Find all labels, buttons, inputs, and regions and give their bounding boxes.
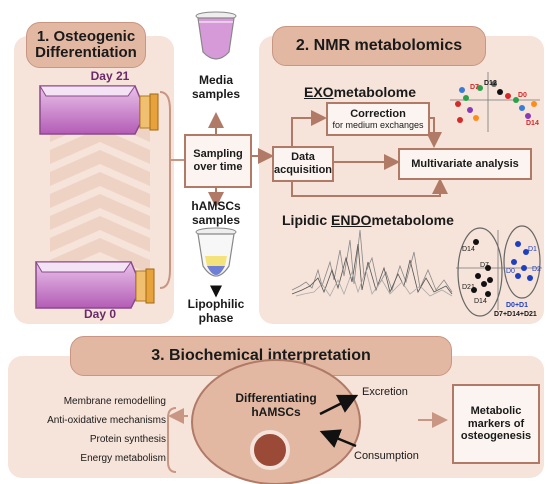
endo-point-label: D14 bbox=[474, 298, 487, 305]
exo-prefix: EXO bbox=[304, 84, 334, 100]
data-acquisition-box: Data acquisition bbox=[272, 146, 334, 182]
lipophilic-tube-icon bbox=[195, 227, 237, 277]
media-line1: Media bbox=[198, 73, 233, 87]
panel1-title: 1. Osteogenic Differentiation bbox=[26, 22, 146, 68]
endo-score-plot bbox=[456, 225, 542, 317]
list-item: Anti-oxidative mechanisms bbox=[47, 415, 166, 426]
exo-point-label: D7 bbox=[470, 84, 479, 91]
process-list: Membrane remodelling Anti-oxidative mech… bbox=[20, 392, 166, 468]
list-item: Protein synthesis bbox=[89, 434, 166, 445]
consumption-label: Consumption bbox=[354, 450, 419, 462]
endo-mid: ENDO bbox=[331, 212, 372, 228]
lipophilic-phase-label: Lipophilic phase bbox=[184, 297, 248, 326]
cell-line2: hAMSCs bbox=[251, 404, 301, 419]
exometabolome-heading: EXOmetabolome bbox=[304, 84, 444, 100]
culture-flask-icon bbox=[35, 261, 155, 309]
endo-point-label: D1 bbox=[528, 246, 537, 253]
endo-point-label: D2 bbox=[532, 266, 541, 273]
list-item: Membrane remodelling bbox=[63, 396, 166, 407]
metabolic-markers-box: Metabolic markers of osteogenesis bbox=[452, 384, 540, 464]
markers-line3: osteogenesis bbox=[460, 430, 532, 443]
exo-point-label: D14 bbox=[526, 120, 539, 127]
endometabolome-heading: Lipidic ENDOmetabolome bbox=[282, 212, 462, 228]
sampling-line1: Sampling bbox=[193, 148, 243, 161]
sampling-box: Sampling over time bbox=[184, 134, 252, 188]
lipo-line1: Lipophilic bbox=[187, 297, 245, 311]
cell-icon bbox=[191, 359, 361, 484]
hamscs-samples-label: hAMSCs samples bbox=[186, 199, 246, 228]
correction-line2: for medium exchanges bbox=[332, 120, 424, 131]
nmr-spectrum-plot bbox=[291, 229, 453, 297]
markers-line1: Metabolic bbox=[470, 405, 522, 418]
day21-label: Day 21 bbox=[90, 69, 130, 83]
endo-point-label: D7 bbox=[480, 262, 489, 269]
correction-line1: Correction bbox=[350, 107, 406, 120]
hamscs-line1: hAMSCs bbox=[191, 199, 241, 213]
list-item: Energy metabolism bbox=[80, 453, 166, 464]
data-acq-line2: acquisition bbox=[273, 164, 333, 176]
panel1-title-line2: Differentiation bbox=[35, 44, 137, 61]
correction-box: Correction for medium exchanges bbox=[326, 102, 430, 136]
markers-line2: markers of bbox=[467, 417, 525, 430]
lipo-line2: phase bbox=[198, 310, 234, 325]
endo-point-label: D14 bbox=[462, 246, 475, 253]
media-tube-icon bbox=[195, 11, 237, 60]
endo-prefix: Lipidic bbox=[282, 212, 331, 228]
cell-label: Differentiating hAMSCs bbox=[226, 391, 326, 420]
cell-line1: Differentiating bbox=[235, 391, 317, 405]
panel2-title: 2. NMR metabolomics bbox=[272, 26, 486, 66]
endo-legend-1: D0+D1 bbox=[506, 302, 528, 309]
multivariate-text: Multivariate analysis bbox=[411, 157, 519, 170]
excretion-label: Excretion bbox=[362, 386, 408, 398]
exo-suffix: metabolome bbox=[333, 84, 417, 100]
panel2-title-text: 2. NMR metabolomics bbox=[295, 37, 463, 54]
endo-point-label: D21 bbox=[462, 284, 475, 291]
endo-legend-2: D7+D14+D21 bbox=[494, 311, 537, 318]
data-acq-line1: Data bbox=[291, 151, 315, 164]
nucleus-icon bbox=[250, 430, 290, 470]
exo-point-label: D12 bbox=[484, 80, 497, 87]
day0-label: Day 0 bbox=[83, 307, 117, 321]
exo-score-plot bbox=[450, 72, 540, 132]
hamscs-line2: samples bbox=[191, 212, 241, 227]
exo-point-label: D0 bbox=[518, 92, 527, 99]
multivariate-analysis-box: Multivariate analysis bbox=[398, 148, 532, 180]
panel1-title-line1: 1. Osteogenic bbox=[36, 27, 136, 45]
endo-suffix: metabolome bbox=[371, 212, 454, 228]
media-samples-label: Media samples bbox=[186, 73, 246, 102]
endo-point-label: D0 bbox=[506, 268, 515, 275]
culture-flask-icon bbox=[39, 85, 159, 135]
panel3-title-text: 3. Biochemical interpretation bbox=[151, 347, 371, 364]
media-line2: samples bbox=[191, 86, 241, 101]
sampling-line2: over time bbox=[193, 161, 243, 173]
